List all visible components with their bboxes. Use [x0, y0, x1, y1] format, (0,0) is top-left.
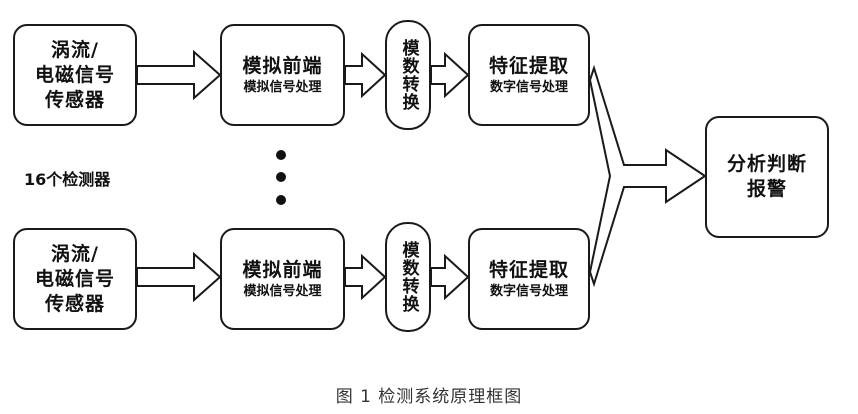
feature-title: 特征提取	[488, 54, 569, 77]
adc-label: 模数转换	[398, 241, 419, 313]
arrow-sensor-to-frontend-1	[136, 49, 222, 101]
analysis-label-line1: 分析判断	[726, 153, 807, 175]
detector-count-label: 16个检测器	[24, 170, 111, 189]
frontend-title: 模拟前端	[242, 258, 323, 281]
arrow-frontend-to-adc-2	[344, 253, 387, 301]
figure-caption: 图 1 检测系统原理框图	[335, 387, 523, 407]
frontend-subtitle: 模拟信号处理	[243, 283, 322, 299]
arrow-sensor-to-frontend-2	[136, 251, 222, 303]
arrow-frontend-to-adc-1	[344, 51, 387, 99]
sensor-label-line1: 涡流/	[51, 38, 99, 61]
adc-box-1: 模数转换	[385, 20, 431, 130]
ellipsis-dot	[276, 150, 286, 160]
analysis-alarm-box: 分析判断 报警	[705, 116, 829, 238]
feature-subtitle: 数字信号处理	[489, 283, 568, 299]
sensor-label-line1: 涡流/	[51, 242, 99, 265]
frontend-subtitle: 模拟信号处理	[243, 79, 322, 95]
sensor-label-line3: 传感器	[44, 88, 105, 111]
sensor-box-2: 涡流/ 电磁信号 传感器	[13, 228, 137, 330]
feature-subtitle: 数字信号处理	[489, 79, 568, 95]
sensor-box-1: 涡流/ 电磁信号 传感器	[13, 24, 137, 126]
arrow-adc-to-feature-1	[430, 51, 470, 99]
feature-extraction-box-1: 特征提取 数字信号处理	[468, 24, 590, 126]
analysis-label-line2: 报警	[746, 178, 787, 200]
sensor-label-line2: 电磁信号	[34, 63, 115, 86]
ellipsis-dot	[276, 172, 286, 182]
sensor-label-line2: 电磁信号	[34, 267, 115, 290]
analog-frontend-box-2: 模拟前端 模拟信号处理	[220, 228, 345, 330]
adc-box-2: 模数转换	[385, 222, 431, 332]
frontend-title: 模拟前端	[242, 54, 323, 77]
feature-title: 特征提取	[488, 258, 569, 281]
feature-extraction-box-2: 特征提取 数字信号处理	[468, 228, 590, 330]
sensor-label-line3: 传感器	[44, 292, 105, 315]
adc-label: 模数转换	[398, 39, 419, 111]
ellipsis-dot	[276, 195, 286, 205]
arrow-adc-to-feature-2	[430, 253, 470, 301]
analog-frontend-box-1: 模拟前端 模拟信号处理	[220, 24, 345, 126]
arrow-merge-to-analysis	[588, 64, 707, 288]
